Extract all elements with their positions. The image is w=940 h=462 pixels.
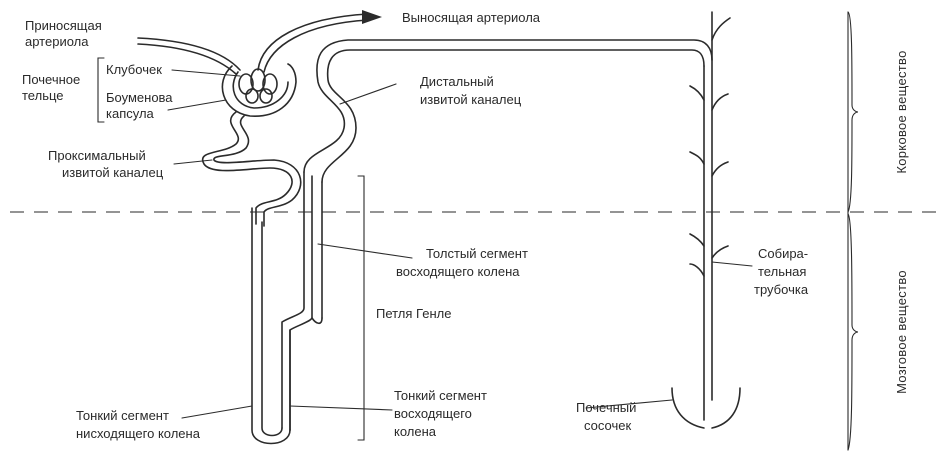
leader-lines [167,69,753,419]
papilla-label-line2: сосочек [584,418,631,433]
afferent-label-line1: Приносящая [25,18,102,33]
distal-label-line1: Дистальный [420,74,494,89]
renal-body-label-line1: Почечное [22,72,80,87]
thin-ascending-label-line1: Тонкий сегмент [394,388,487,403]
collecting-duct-branches [689,17,731,277]
papilla-label-line1: Почечный [576,400,636,415]
bowman-capsule-outer [221,63,297,117]
efferent-arteriole-inner [263,19,369,73]
proximal-label-line1: Проксимальный [48,148,146,163]
thick-ascending-label-line1: Толстый сегмент [426,246,528,261]
medulla-bracket [847,213,859,451]
distal-label-line2: извитой каналец [420,92,522,107]
cortex-bracket [847,11,859,213]
bowman-label-line2: капсула [106,106,155,121]
proximal-tubule-inner [213,115,302,227]
collecting-label-line2: тельная [758,264,806,279]
glomerulus-label: Клубочек [106,62,162,77]
thin-ascending-label-line2: восходящего [394,406,472,421]
collecting-label-line1: Собира- [758,246,808,261]
proximal-label-line2: извитой каналец [62,165,164,180]
henle-loop-bracket [357,175,365,441]
henle-descending-inner [261,221,283,437]
thin-descending-label-line2: нисходящего колена [76,426,201,441]
renal-body-label-line2: тельце [22,88,64,103]
papilla-left-curve [671,387,705,429]
henle-ascending-outer [289,175,313,431]
renal-corpuscle-bracket [97,57,105,123]
thin-descending-label-line1: Тонкий сегмент [76,408,169,423]
henle-descending-outer [251,207,291,445]
proximal-tubule-outer [201,111,293,225]
efferent-label: Выносящая артериола [402,10,541,25]
cortex-label: Корковое вещество [894,50,909,173]
bowman-label-line1: Боуменова [106,90,173,105]
collecting-label-line3: трубочка [754,282,809,297]
distal-tubule-outer [303,39,713,173]
henle-ascending-inner [281,171,305,429]
henle-label: Петля Генле [376,306,451,321]
afferent-label-line2: артериола [25,34,89,49]
bowman-capsule-inner [232,71,289,109]
thick-ascending-join [311,317,323,325]
medulla-label: Мозговое вещество [894,270,909,394]
glomerulus-loops [238,68,278,104]
efferent-arrow-icon [362,10,382,24]
thick-ascending-label-line2: восходящего колена [396,264,520,279]
papilla-right-curve [711,387,741,429]
efferent-arteriole-outer [257,13,369,71]
afferent-arteriole-upper [137,37,241,71]
afferent-arteriole-lower [137,43,237,75]
thin-ascending-label-line3: колена [394,424,437,439]
distal-tubule-inner [321,49,705,183]
